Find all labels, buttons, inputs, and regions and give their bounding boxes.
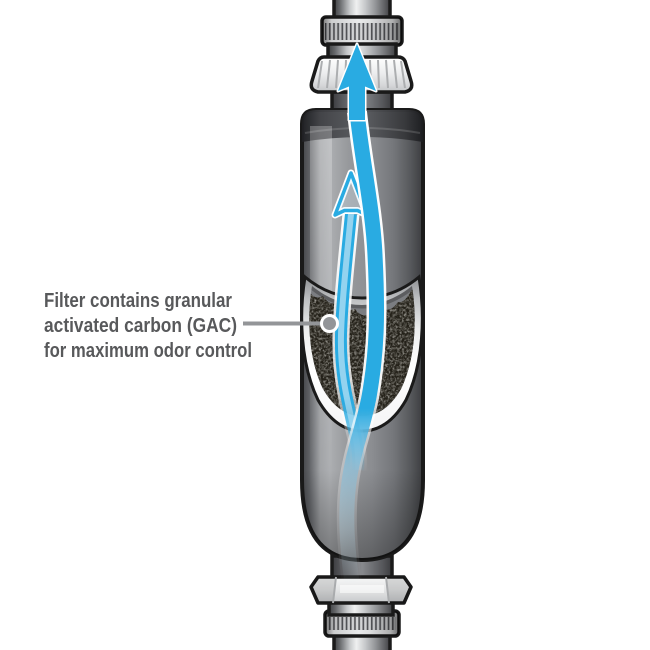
flow-stream-primary — [336, 110, 387, 584]
cutaway-window — [300, 274, 424, 433]
annotation-label: Filter contains granular activated carbo… — [44, 290, 252, 362]
housing-dome-shade — [302, 468, 423, 560]
hex-nut-bottom — [309, 575, 413, 605]
knurled-fitting-top — [320, 15, 404, 47]
flow-arrow-outlet — [336, 42, 378, 122]
callout — [243, 314, 339, 333]
inlet-assembly-bottom — [309, 554, 413, 650]
annotation-line-3: for maximum odor control — [44, 340, 252, 362]
flow-streams — [331, 42, 387, 584]
annotation-line-2: activated carbon (GAC) — [44, 315, 237, 337]
callout-dot — [320, 314, 339, 333]
knurled-fitting-bottom — [323, 609, 401, 638]
annotation-line-1: Filter contains granular — [44, 290, 232, 312]
